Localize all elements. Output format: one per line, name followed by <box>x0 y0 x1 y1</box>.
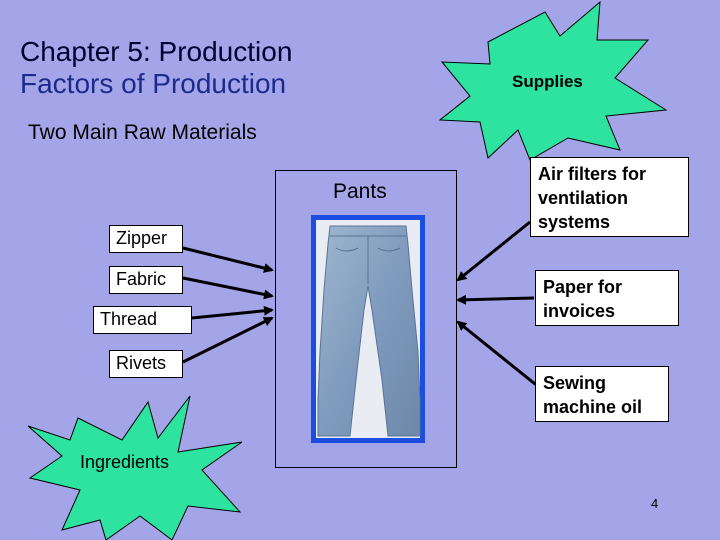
supplies-label: Supplies <box>512 72 583 91</box>
ingredient-rivets: Rivets <box>109 350 183 378</box>
page-number: 4 <box>651 496 659 511</box>
arrow-air-filters <box>456 220 531 282</box>
arrow-zipper <box>182 246 274 273</box>
slide-subtitle-heading: Factors of Production <box>20 68 287 99</box>
pants-frame <box>275 170 457 468</box>
supplies-starburst <box>438 0 668 161</box>
supply-sewing-oil: Sewing machine oil <box>535 366 669 422</box>
arrow-thread <box>191 305 274 320</box>
supply-paper: Paper for invoices <box>535 270 679 326</box>
arrow-paper <box>456 294 535 305</box>
slide-title: Chapter 5: Production <box>20 36 293 67</box>
arrow-rivets <box>182 316 274 364</box>
section-heading: Two Main Raw Materials <box>28 121 257 144</box>
ingredients-starburst <box>27 395 243 540</box>
ingredients-label: Ingredients <box>80 452 170 472</box>
ingredient-thread: Thread <box>93 306 192 334</box>
supply-air-filters: Air filters for ventilation systems <box>530 157 689 237</box>
arrow-fabric <box>182 276 274 300</box>
pants-label: Pants <box>333 180 387 203</box>
ingredient-fabric: Fabric <box>109 266 183 294</box>
arrow-sewing-oil <box>456 320 541 390</box>
jeans-photo <box>311 215 425 443</box>
ingredient-zipper: Zipper <box>109 225 183 253</box>
